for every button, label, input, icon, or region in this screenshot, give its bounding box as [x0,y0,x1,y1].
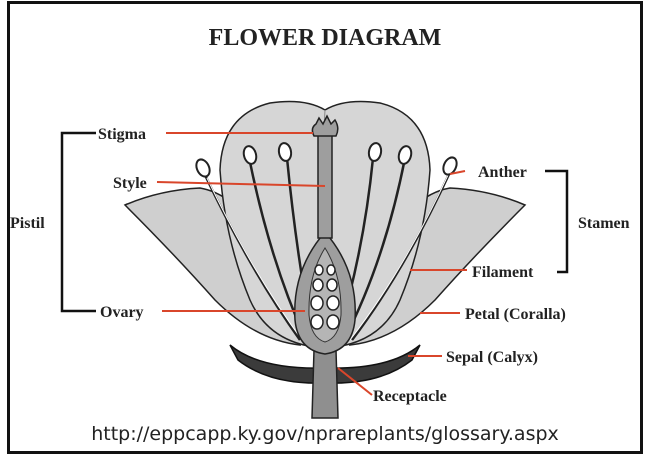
label-receptacle: Receptacle [373,388,447,405]
label-sepal: Sepal (Calyx) [446,349,538,366]
label-ovary: Ovary [100,304,144,321]
label-petal: Petal (Coralla) [465,306,566,323]
label-filament: Filament [472,264,534,281]
source-url: http://eppcapp.ky.gov/nprareplants/gloss… [91,423,559,445]
receptacle-stalk [312,350,338,418]
label-stamen: Stamen [578,215,630,232]
label-anther: Anther [478,164,527,181]
label-stigma: Stigma [98,126,146,143]
diagram-title: FLOWER DIAGRAM [209,25,442,51]
stamen-bracket [545,171,567,272]
label-style: Style [113,175,147,192]
label-pistil: Pistil [10,215,45,232]
pistil-bracket [62,133,96,311]
